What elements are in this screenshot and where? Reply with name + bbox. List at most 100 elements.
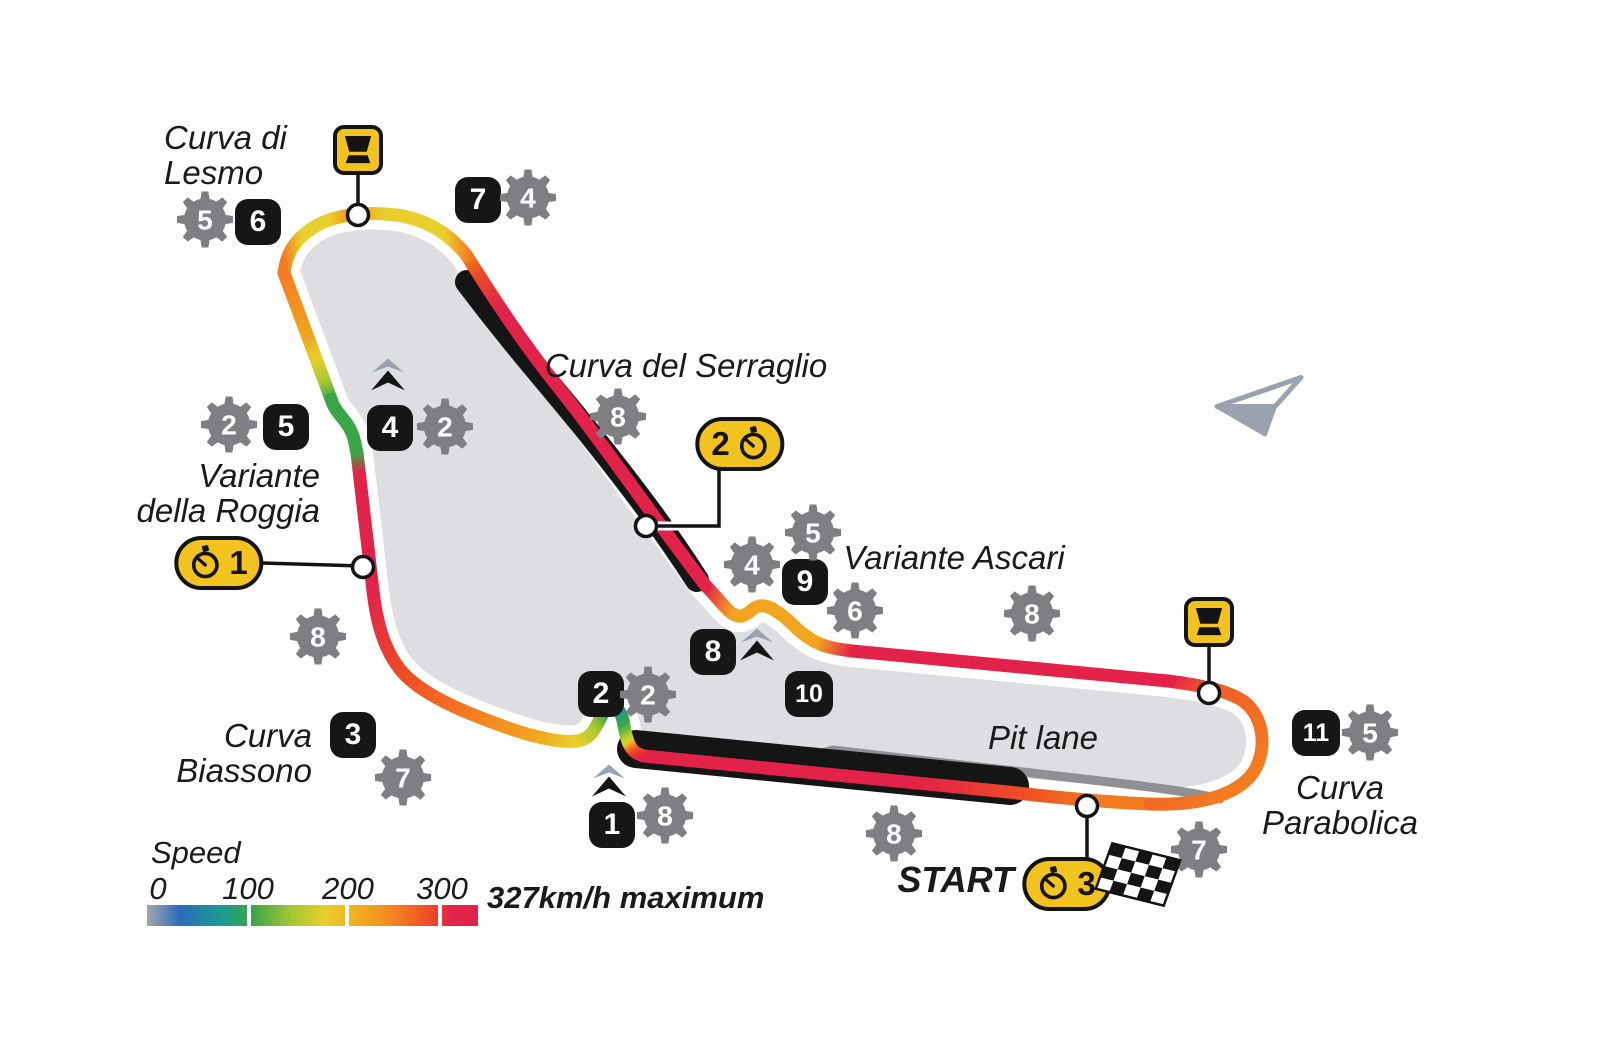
gear-icon: 6 bbox=[824, 580, 886, 647]
gear-icon: 8 bbox=[1001, 583, 1063, 650]
callout-dot bbox=[350, 554, 376, 580]
gear-cog-icon: 8 bbox=[590, 388, 646, 445]
gear-number: 8 bbox=[310, 620, 326, 652]
trapezoid-glyph bbox=[344, 136, 372, 164]
gear-number: 2 bbox=[640, 678, 656, 710]
corner-label-line: Curva bbox=[223, 717, 312, 754]
legend-gradient-bar bbox=[147, 905, 478, 926]
corner-label-line: Variante Ascari bbox=[843, 539, 1065, 576]
stopwatch-icon bbox=[740, 426, 768, 460]
gear-icon: 5 bbox=[1339, 702, 1401, 769]
gear-icon: 7 bbox=[372, 747, 434, 814]
turn-number: 4 bbox=[381, 411, 399, 444]
direction-arrow-icon bbox=[740, 628, 774, 674]
callout-dot bbox=[345, 202, 371, 228]
turn-number-box-1: 1 bbox=[589, 802, 635, 848]
corner-label-line: Parabolica bbox=[1262, 804, 1418, 841]
turn-number-box-7: 7 bbox=[455, 177, 501, 223]
speed-segment-serraglio bbox=[460, 249, 713, 593]
gear-cog-icon: 8 bbox=[637, 787, 693, 844]
turn-number: 11 bbox=[1302, 718, 1330, 747]
gear-number: 7 bbox=[395, 761, 411, 793]
gear-number: 5 bbox=[197, 203, 213, 235]
turn-number-box-3: 3 bbox=[330, 712, 376, 758]
turn-number-box-11: 11 bbox=[1292, 710, 1340, 756]
gear-cog-icon: 5 bbox=[1342, 704, 1398, 761]
gear-number: 4 bbox=[520, 181, 536, 213]
callout-line bbox=[261, 561, 363, 568]
gear-icon: 4 bbox=[497, 167, 559, 234]
gear-cog-icon: 5 bbox=[177, 191, 233, 248]
gear-cog-icon: 4 bbox=[724, 536, 780, 593]
speed-segment-back-straight bbox=[845, 644, 1175, 688]
start-label: START bbox=[897, 859, 1014, 900]
legend-title: Speed bbox=[151, 835, 241, 870]
gear-cog-icon: 7 bbox=[1171, 821, 1227, 878]
turn-number-box-10: 10 bbox=[785, 671, 833, 717]
speed-segment-biassono bbox=[366, 584, 584, 748]
gear-cog-icon: 2 bbox=[620, 666, 676, 723]
legend-bar-divider bbox=[345, 905, 349, 926]
gear-cog-icon: 5 bbox=[785, 504, 841, 561]
turn-number-box-6: 6 bbox=[235, 199, 281, 245]
gear-icon: 4 bbox=[721, 534, 783, 601]
turn-number: 6 bbox=[249, 205, 267, 238]
north-arrow-icon bbox=[1209, 375, 1319, 450]
turn-number: 9 bbox=[796, 565, 814, 598]
turn-number-box-2: 2 bbox=[578, 671, 624, 717]
gear-number: 2 bbox=[221, 408, 237, 440]
gear-icon: 2 bbox=[414, 396, 476, 463]
corner-label-line: Pit lane bbox=[987, 719, 1099, 756]
gear-icon: 8 bbox=[634, 785, 696, 852]
gear-icon: 7 bbox=[1168, 819, 1230, 886]
turn-number-box-4: 4 bbox=[367, 405, 413, 451]
direction-arrow-icon bbox=[371, 358, 405, 404]
direction-arrow bbox=[592, 764, 626, 797]
turn-number-box-9: 9 bbox=[782, 559, 828, 605]
legend-max-speed-note: 327km/h maximum bbox=[487, 880, 765, 915]
turn-number: 1 bbox=[603, 808, 621, 841]
turn-number-box-8: 8 bbox=[690, 629, 736, 675]
gear-cog-icon: 2 bbox=[417, 398, 473, 455]
checkered-flag bbox=[1094, 841, 1182, 908]
turn-number: 5 bbox=[277, 410, 295, 443]
gear-cog-icon: 7 bbox=[375, 749, 431, 806]
gear-cog-icon: 4 bbox=[500, 169, 556, 226]
legend-bar-divider bbox=[438, 905, 442, 926]
gear-icon: 2 bbox=[617, 664, 679, 731]
gear-number: 8 bbox=[610, 400, 626, 432]
legend-tick: 200 bbox=[322, 871, 374, 906]
sector-number: 2 bbox=[711, 425, 730, 462]
turn-number: 2 bbox=[592, 677, 610, 710]
gear-cog-icon: 8 bbox=[290, 608, 346, 665]
callout-layer bbox=[261, 174, 1222, 861]
gear-cog-icon: 2 bbox=[201, 396, 257, 453]
direction-arrow bbox=[371, 358, 405, 391]
callout-dot bbox=[1074, 793, 1100, 819]
checkered-flag-icon bbox=[1078, 825, 1198, 930]
callout-line bbox=[651, 466, 721, 528]
sector-number: 1 bbox=[229, 544, 248, 581]
gear-number: 4 bbox=[744, 548, 760, 580]
turn-number: 7 bbox=[469, 183, 487, 216]
corner-label-serraglio: Curva del Serraglio bbox=[545, 348, 827, 383]
sector-marker-2: 2 bbox=[695, 417, 785, 471]
corner-label-ascari: Variante Ascari bbox=[843, 540, 1064, 575]
gear-number: 5 bbox=[1362, 716, 1378, 748]
direction-arrow-icon bbox=[592, 764, 626, 810]
speed-segment-upper-left bbox=[277, 266, 338, 406]
trapezoid-glyph bbox=[1195, 608, 1223, 636]
corner-label-line: Lesmo bbox=[164, 154, 264, 191]
callout-dot bbox=[633, 513, 659, 539]
gear-number: 8 bbox=[886, 817, 902, 849]
gear-icon: 8 bbox=[287, 606, 349, 673]
stopwatch-icon bbox=[191, 545, 219, 579]
north-arrow bbox=[1214, 375, 1304, 437]
gear-cog-icon: 8 bbox=[1004, 585, 1060, 642]
